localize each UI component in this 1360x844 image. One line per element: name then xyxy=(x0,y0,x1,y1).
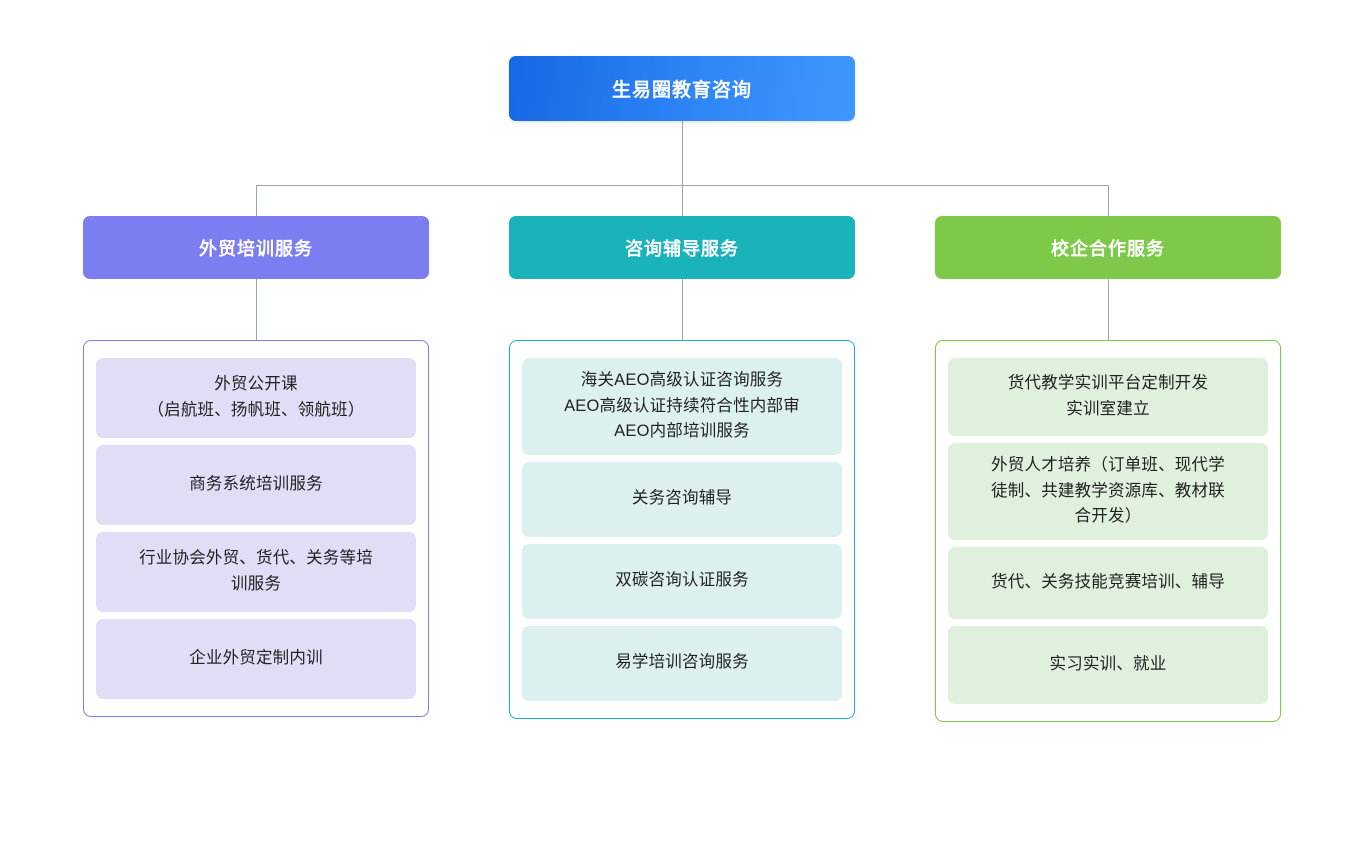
service-item-label: 货代、关务技能竞赛培训、辅导 xyxy=(991,570,1225,596)
service-item-line: 海关AEO高级认证咨询服务 xyxy=(580,371,784,389)
service-item-line: 双碳咨询认证服务 xyxy=(615,571,749,590)
service-item-label: 行业协会外贸、货代、关务等培训服务 xyxy=(139,546,373,597)
service-item-line: 货代、关务技能竞赛培训、辅导 xyxy=(991,572,1225,591)
service-item-label: 商务系统培训服务 xyxy=(189,472,323,498)
service-item[interactable]: 企业外贸定制内训 xyxy=(96,619,416,699)
service-item-line: （启航班、扬帆班、领航班） xyxy=(147,401,365,419)
service-item[interactable]: 货代教学实训平台定制开发实训室建立 xyxy=(948,358,1268,436)
category-header-xiaoqi-hezuo[interactable]: 校企合作服务 xyxy=(935,216,1281,279)
service-item-line: 企业外贸定制内训 xyxy=(189,649,323,668)
service-item-label: 外贸人才培养（订单班、现代学徒制、共建教学资源库、教材联合开发） xyxy=(991,453,1225,530)
connector-header-to-items-col-2 xyxy=(1108,279,1109,340)
service-item[interactable]: 行业协会外贸、货代、关务等培训服务 xyxy=(96,532,416,612)
connector-drop-col-2 xyxy=(1108,185,1109,216)
category-header-zixun-fudao[interactable]: 咨询辅导服务 xyxy=(509,216,855,279)
category-column-waimao-peixun: 外贸培训服务外贸公开课 （启航班、扬帆班、领航班） 商务系统培训服务行业协会外贸、货… xyxy=(83,216,429,717)
service-item-label: 外贸公开课 （启航班、扬帆班、领航班） xyxy=(147,372,364,423)
service-item-line: 易学培训咨询服务 xyxy=(615,653,749,672)
connector-drop-col-0 xyxy=(256,185,257,216)
service-item[interactable]: 海关AEO高级认证咨询服务 AEO高级认证持续符合性内部审 AEO内部培训服务 xyxy=(522,358,842,455)
root-node-label: 生易圈教育咨询 xyxy=(611,80,752,101)
connector-root-stem xyxy=(682,121,683,185)
service-item-label: 关务咨询辅导 xyxy=(632,486,732,512)
service-item[interactable]: 外贸人才培养（订单班、现代学徒制、共建教学资源库、教材联合开发） xyxy=(948,443,1268,540)
service-item-line: 关务咨询辅导 xyxy=(631,489,733,508)
service-item[interactable]: 外贸公开课 （启航班、扬帆班、领航班） xyxy=(96,358,416,438)
items-container-waimao-peixun: 外贸公开课 （启航班、扬帆班、领航班） 商务系统培训服务行业协会外贸、货代、关务等培… xyxy=(83,340,429,717)
items-container-zixun-fudao: 海关AEO高级认证咨询服务 AEO高级认证持续符合性内部审 AEO内部培训服务关务咨… xyxy=(509,340,855,719)
service-item-line: 行业协会外贸、货代、关务等培 xyxy=(139,549,373,568)
service-item[interactable]: 双碳咨询认证服务 xyxy=(522,543,842,619)
service-item-label: 实习实训、就业 xyxy=(1050,652,1167,678)
category-column-zixun-fudao: 咨询辅导服务海关AEO高级认证咨询服务 AEO高级认证持续符合性内部审 AEO内部培… xyxy=(509,216,855,719)
service-item[interactable]: 关务咨询辅导 xyxy=(522,461,842,537)
service-item-line: 外贸公开课 xyxy=(214,375,298,394)
root-node[interactable]: 生易圈教育咨询 xyxy=(509,56,855,121)
service-item-label: 货代教学实训平台定制开发实训室建立 xyxy=(1008,371,1208,422)
service-item-label: 企业外贸定制内训 xyxy=(189,646,323,672)
connector-drop-col-1 xyxy=(682,185,683,216)
service-item-line: AEO高级认证持续符合性内部审 xyxy=(564,396,800,415)
category-header-waimao-peixun[interactable]: 外贸培训服务 xyxy=(83,216,429,279)
service-item-label: 海关AEO高级认证咨询服务 AEO高级认证持续符合性内部审 AEO内部培训服务 xyxy=(564,368,800,445)
service-item-line: 实习实训、就业 xyxy=(1049,654,1167,673)
service-item-label: 双碳咨询认证服务 xyxy=(615,568,749,594)
connector-header-to-items-col-0 xyxy=(256,279,257,340)
connector-header-to-items-col-1 xyxy=(682,279,683,340)
service-item-line: 外贸人才培养（订单班、现代学 xyxy=(991,456,1225,474)
service-item-line: AEO内部培训服务 xyxy=(614,422,750,441)
service-item-line: 实训室建立 xyxy=(1066,400,1150,418)
service-item-line: 合开发） xyxy=(1074,507,1142,526)
connector-horizontal-bus xyxy=(256,185,1109,186)
service-item[interactable]: 实习实训、就业 xyxy=(948,625,1268,704)
service-item-line: 徒制、共建教学资源库、教材联 xyxy=(991,481,1225,500)
service-item-line: 货代教学实训平台定制开发 xyxy=(1007,374,1209,393)
service-item[interactable]: 商务系统培训服务 xyxy=(96,445,416,525)
service-item-label: 易学培训咨询服务 xyxy=(615,650,749,676)
items-container-xiaoqi-hezuo: 货代教学实训平台定制开发实训室建立外贸人才培养（订单班、现代学徒制、共建教学资源… xyxy=(935,340,1281,722)
category-column-xiaoqi-hezuo: 校企合作服务货代教学实训平台定制开发实训室建立外贸人才培养（订单班、现代学徒制、… xyxy=(935,216,1281,722)
service-item-line: 商务系统培训服务 xyxy=(189,475,323,494)
service-item[interactable]: 货代、关务技能竞赛培训、辅导 xyxy=(948,546,1268,619)
service-item-line: 训服务 xyxy=(230,575,282,593)
service-item[interactable]: 易学培训咨询服务 xyxy=(522,625,842,701)
